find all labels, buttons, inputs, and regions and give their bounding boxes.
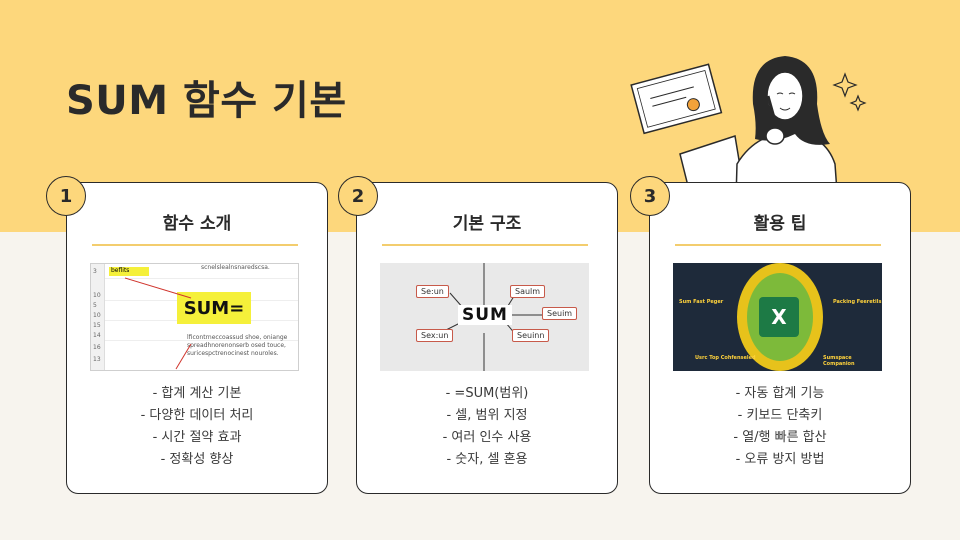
diagram-center: SUM (458, 305, 512, 325)
row-number: 10 (93, 292, 101, 299)
bullet-item: - 오류 방지 방법 (735, 452, 825, 467)
arrow-lines (124, 277, 192, 370)
card-title: 함수 소개 (162, 214, 232, 234)
bullet-item: - 다양한 데이터 처리 (140, 408, 254, 423)
diagram-node: Seuim (542, 307, 578, 320)
row-number: 16 (93, 344, 101, 351)
number-badge: 1 (46, 176, 86, 216)
sparkle-icon (849, 94, 867, 112)
bullet-list: - 합계 계산 기본 - 다양한 데이터 처리 - 시간 절약 효과 - 정확성… (67, 383, 327, 471)
bullet-item: - 시간 절약 효과 (152, 430, 242, 445)
bullet-item: - =SUM(범위) (445, 386, 529, 401)
diagram-node: Saulm (510, 285, 546, 298)
sheet-text: scnelslealnsnaredscsa. (201, 264, 270, 271)
info-label: Sum Fast Peger (679, 299, 724, 305)
info-label: Packing Feeretils (833, 299, 882, 305)
row-number: 13 (93, 356, 101, 363)
diagram-image: Se:un Saulm Seuim Sex:un Seuinn SUM (380, 263, 589, 371)
divider (382, 244, 588, 246)
excel-icon: X (759, 297, 799, 337)
sheet-text: lficontrneccoassud shoe, oniange spreadh… (187, 334, 288, 357)
card-title: 활용 팁 (753, 214, 807, 234)
sparkle-icon (832, 72, 858, 98)
bullet-item: - 키보드 단축키 (737, 408, 823, 423)
bullet-item: - 합계 계산 기본 (152, 386, 242, 401)
card-function-intro: 함수 소개 3 10 5 10 15 14 16 13 beflits scne… (66, 182, 328, 494)
slide-title: SUM 함수 기본 (66, 78, 347, 124)
card-usage-tips: 활용 팁 X Sum Fast Peger Packing Feeretils … (649, 182, 911, 494)
bullet-item: - 숫자, 셀 혼용 (446, 452, 528, 467)
bullet-list: - 자동 합계 기능 - 키보드 단축키 - 열/행 빠른 합산 - 오류 방지… (650, 383, 910, 471)
row-number: 14 (93, 332, 101, 339)
bullet-list: - =SUM(범위) - 셀, 범위 지정 - 여러 인수 사용 - 숫자, 셀… (357, 383, 617, 471)
diagram-node: Sex:un (416, 329, 454, 342)
bullet-item: - 셀, 범위 지정 (446, 408, 528, 423)
spreadsheet-image: 3 10 5 10 15 14 16 13 beflits scnelsleal… (90, 263, 299, 371)
divider (92, 244, 298, 246)
highlight-cell: beflits (109, 267, 149, 276)
card-title: 기본 구조 (452, 214, 522, 234)
diagram-node: Se:un (416, 285, 449, 298)
certificate-icon (630, 63, 723, 135)
bullet-item: - 여러 인수 사용 (442, 430, 532, 445)
divider (675, 244, 881, 246)
bullet-item: - 열/행 빠른 합산 (733, 430, 827, 445)
row-number: 10 (93, 312, 101, 319)
card-basic-structure: 기본 구조 Se:un Saulm Seuim Sex:un Seuinn SU… (356, 182, 618, 494)
excel-infographic-image: X Sum Fast Peger Packing Feeretils Usrc … (673, 263, 882, 371)
info-label: Sumspace Companion (823, 355, 855, 367)
info-label: Usrc Top Cohfenseled (695, 355, 756, 361)
row-number: 5 (93, 302, 97, 309)
row-number: 3 (93, 268, 97, 275)
bullet-item: - 정확성 향상 (160, 452, 234, 467)
row-number: 15 (93, 322, 101, 329)
bullet-item: - 자동 합계 기능 (735, 386, 825, 401)
diagram-node: Seuinn (512, 329, 550, 342)
number-badge: 3 (630, 176, 670, 216)
number-badge: 2 (338, 176, 378, 216)
